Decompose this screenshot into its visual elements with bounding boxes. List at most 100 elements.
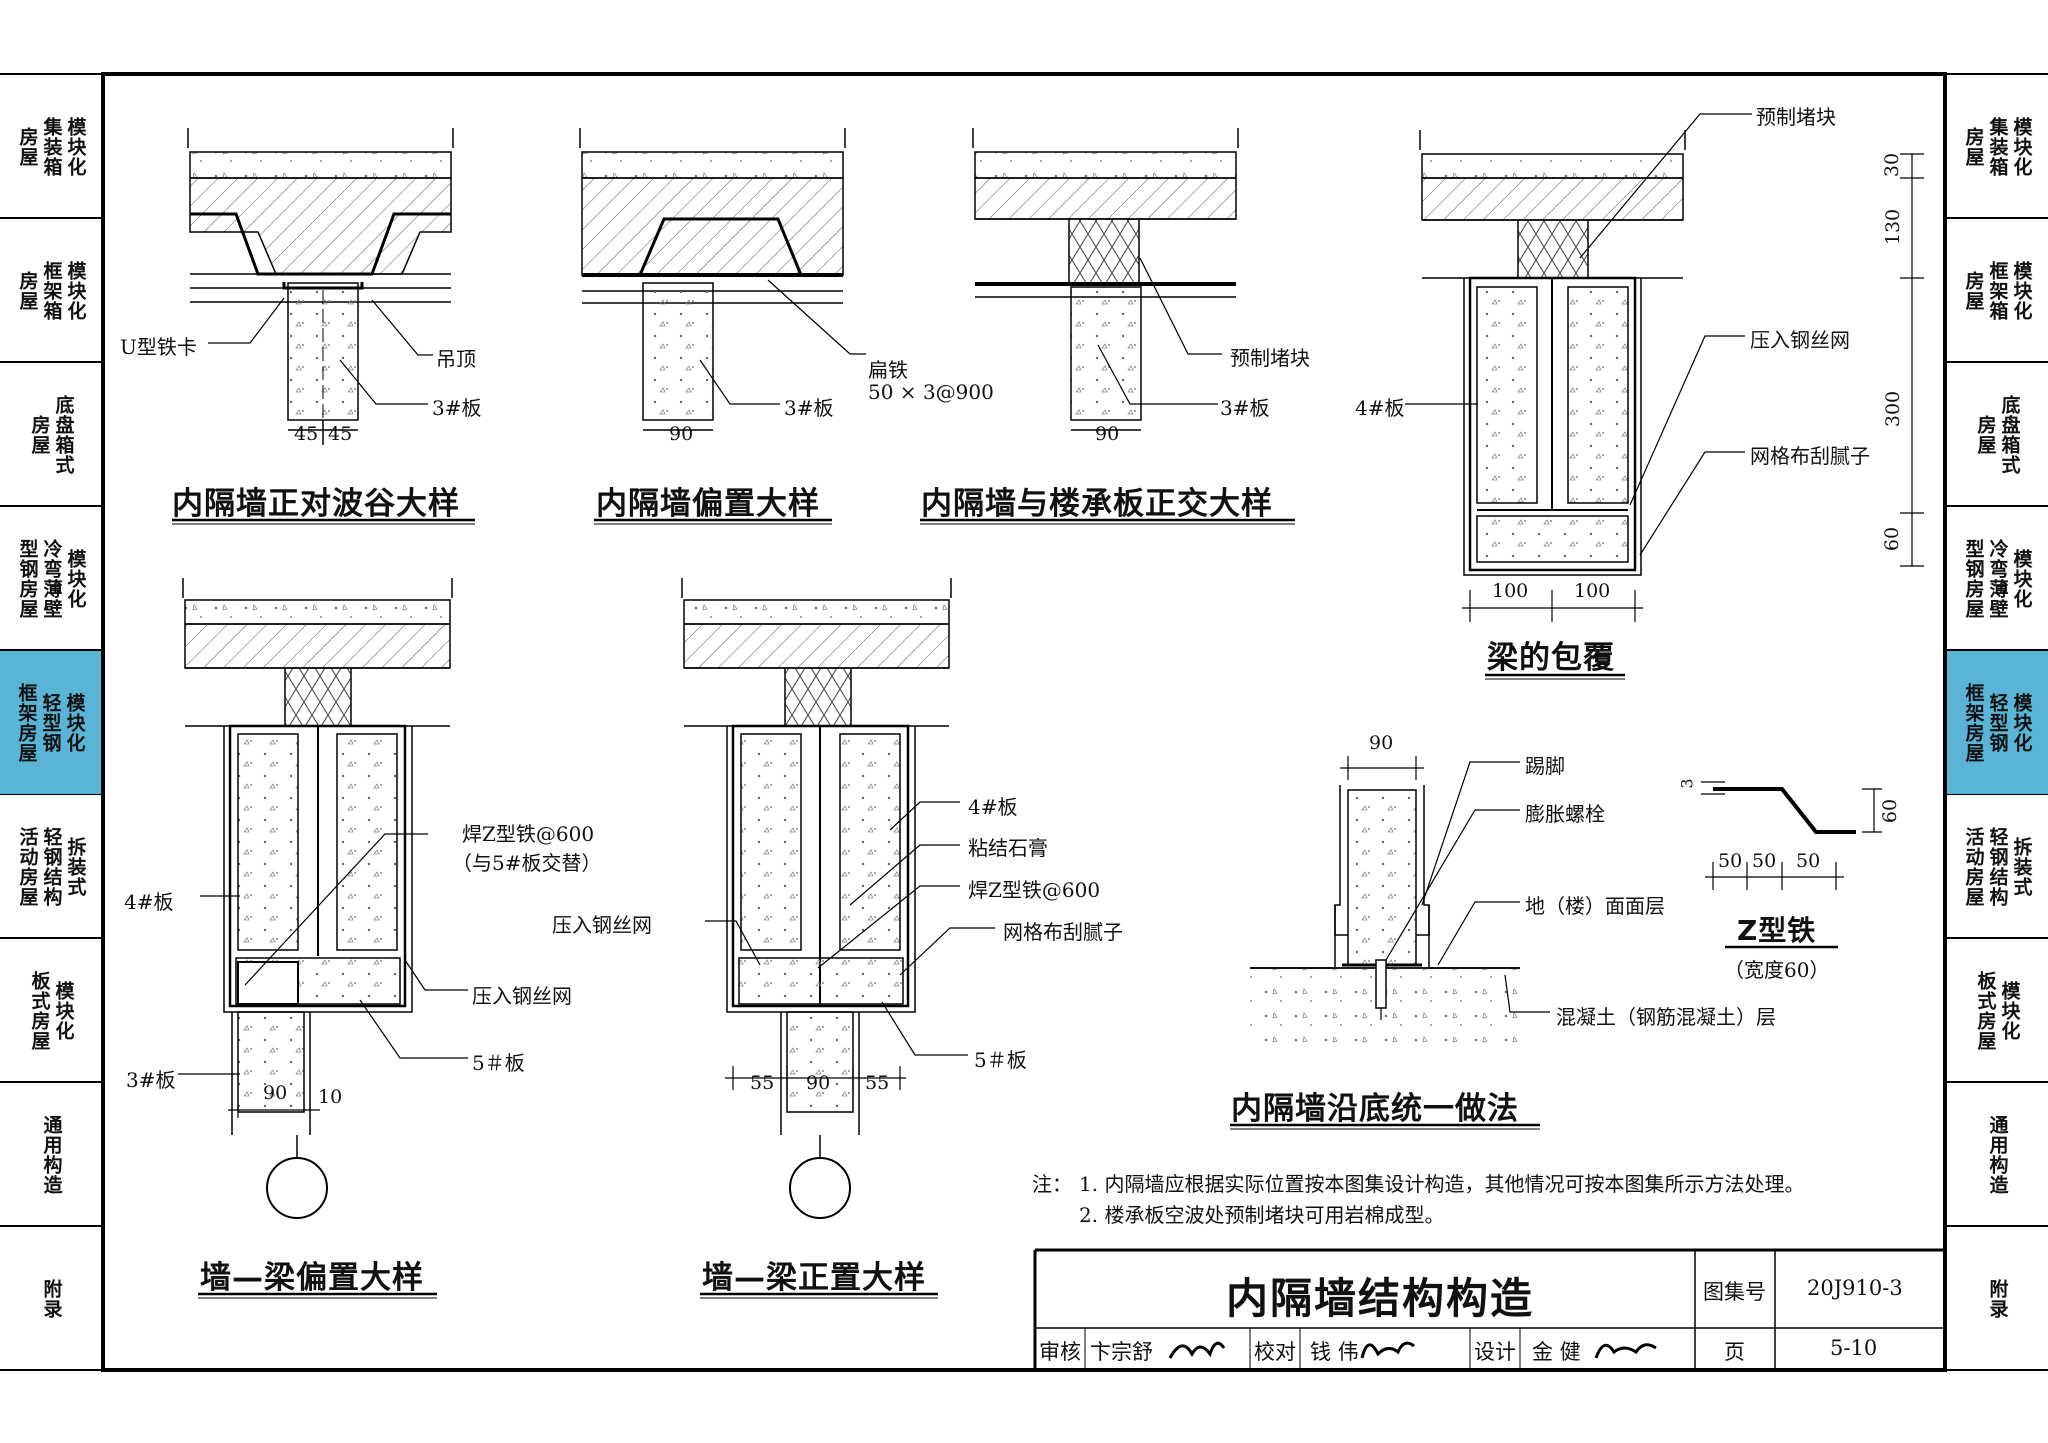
sidebar-left-item-6[interactable]: 模块化 板式房屋 xyxy=(0,939,103,1082)
sidebar-label: 冷弯薄壁 xyxy=(40,538,63,619)
label-board-4: 4#板 xyxy=(124,890,174,914)
signature-reviewer xyxy=(1168,1341,1226,1359)
atlas-label: 图集号 xyxy=(1703,1280,1766,1304)
detail-1-title: 内隔墙正对波谷大样 xyxy=(172,486,460,522)
label-z-iron: 焊Z型铁@600 xyxy=(968,878,1101,902)
label-board-3: 3#板 xyxy=(126,1068,176,1092)
dim-d2: 90 xyxy=(669,423,694,445)
reviewer-label: 审核 xyxy=(1039,1340,1081,1364)
sidebar-right-item-1[interactable]: 模块化 框架箱 房屋 xyxy=(1947,219,2048,362)
sidebar-label: 轻型钢 xyxy=(39,692,62,753)
sidebar-label: 框架房屋 xyxy=(15,682,38,763)
sidebar-label: 模块化 xyxy=(2010,548,2033,609)
label-z-iron-note: （与5#板交替） xyxy=(452,851,602,875)
sidebar-right-item-5[interactable]: 拆装式 轻钢结构 活动房屋 xyxy=(1947,795,2048,938)
sidebar-label: 集装箱 xyxy=(40,116,63,177)
detail-4-title: 梁的包覆 xyxy=(1487,640,1615,676)
designer-name: 金 健 xyxy=(1532,1340,1581,1364)
label-ceiling: 吊顶 xyxy=(436,347,476,371)
dim-d4-v-60: 60 xyxy=(1881,526,1904,552)
drawing-frame xyxy=(101,72,1947,1372)
sidebar-left-item-7[interactable]: 通用构造 xyxy=(0,1083,103,1226)
sidebar-label: 活动房屋 xyxy=(1962,826,1985,907)
sidebar-left-item-0[interactable]: 模块化 集装箱 房屋 xyxy=(0,75,103,218)
page-number: 5-10 xyxy=(1830,1336,1878,1360)
label-u-clip: U型铁卡 xyxy=(120,335,197,359)
sidebar-label: 模块化 xyxy=(64,116,87,177)
note-item-1: 1. 内隔墙应根据实际位置按本图集设计构造，其他情况可按本图集所示方法处理。 xyxy=(1079,1172,1805,1196)
title-block-frame xyxy=(1033,1248,1945,1370)
dim-d1-left: 45 xyxy=(294,423,319,445)
sidebar-label: 模块化 xyxy=(64,260,87,321)
label-wire-mesh: 压入钢丝网 xyxy=(552,913,652,937)
sidebar-label: 冷弯薄壁 xyxy=(1986,538,2009,619)
dim-d4-h-right: 100 xyxy=(1574,580,1611,602)
signature-designer xyxy=(1594,1343,1657,1359)
label-floor-finish: 地（楼）面面层 xyxy=(1525,894,1665,918)
dim-d5-90: 90 xyxy=(263,1082,288,1104)
atlas-number: 20J910-3 xyxy=(1807,1276,1903,1300)
label-board-4: 4#板 xyxy=(1355,396,1405,420)
reviewer-name: 卞宗舒 xyxy=(1090,1340,1153,1364)
sidebar-label: 型钢房屋 xyxy=(1962,538,1985,619)
dim-z-50-b: 50 xyxy=(1752,850,1777,872)
sidebar-left-item-1[interactable]: 模块化 框架箱 房屋 xyxy=(0,219,103,362)
detail-2-title: 内隔墙偏置大样 xyxy=(596,486,820,522)
detail-8-title: Z型铁 xyxy=(1737,914,1817,947)
label-board-4: 4#板 xyxy=(968,795,1018,819)
dim-d6-90: 90 xyxy=(806,1072,831,1094)
sidebar-left-item-8[interactable]: 附录 xyxy=(0,1227,103,1370)
label-flat-iron: 扁铁 xyxy=(868,358,908,382)
sidebar-label: 拆装式 xyxy=(2010,836,2033,897)
label-wire-mesh: 压入钢丝网 xyxy=(1750,328,1850,352)
dim-d3: 90 xyxy=(1095,423,1120,445)
sidebar-left-item-3[interactable]: 模块化 冷弯薄壁 型钢房屋 xyxy=(0,507,103,650)
sidebar-label: 框架房屋 xyxy=(1962,682,1985,763)
label-mesh-putty: 网格布刮腻子 xyxy=(1003,920,1123,944)
sidebar-label: 模块化 xyxy=(2010,692,2033,753)
sidebar-label: 轻钢结构 xyxy=(40,826,63,907)
dim-z-thickness: 3 xyxy=(1677,778,1697,789)
label-board-5: 5＃板 xyxy=(974,1048,1027,1072)
sidebar-right-item-3[interactable]: 模块化 冷弯薄壁 型钢房屋 xyxy=(1947,507,2048,650)
sidebar-right-item-4-active[interactable]: 模块化 轻型钢 框架房屋 xyxy=(1947,651,2048,794)
dim-d4-h-left: 100 xyxy=(1492,580,1529,602)
sidebar-left-item-5[interactable]: 拆装式 轻钢结构 活动房屋 xyxy=(0,795,103,938)
dim-d6-55-right: 55 xyxy=(865,1072,890,1094)
label-flat-iron-spec: 50 × 3@900 xyxy=(868,380,994,404)
sidebar-label: 底盘箱式 xyxy=(1998,394,2021,475)
sidebar-right-item-8[interactable]: 附录 xyxy=(1947,1227,2048,1370)
sidebar-right-item-2[interactable]: 底盘箱式 房屋 xyxy=(1947,363,2048,506)
sidebar-label: 集装箱 xyxy=(1986,116,2009,177)
sidebar-left-item-2[interactable]: 底盘箱式 房屋 xyxy=(0,363,103,506)
detail-4-drawing xyxy=(1405,113,1924,622)
detail-8-drawing xyxy=(1701,781,1882,890)
sidebar-right-item-6[interactable]: 模块化 板式房屋 xyxy=(1947,939,2048,1082)
signature-checker xyxy=(1360,1341,1415,1359)
sidebar-label: 房屋 xyxy=(16,270,39,311)
note-item-2: 2. 楼承板空波处预制堵块可用岩棉成型。 xyxy=(1079,1203,1445,1227)
sidebar-right-item-7[interactable]: 通用构造 xyxy=(1947,1083,2048,1226)
label-gypsum: 粘结石膏 xyxy=(968,836,1048,860)
dim-z-50-a: 50 xyxy=(1718,850,1743,872)
sidebar-left-item-4-active[interactable]: 模块化 轻型钢 框架房屋 xyxy=(0,651,101,794)
sidebar-label: 模块化 xyxy=(63,692,86,753)
sidebar-label: 模块化 xyxy=(2010,260,2033,321)
label-skirting: 踢脚 xyxy=(1525,754,1565,778)
checker-name: 钱 伟 xyxy=(1310,1340,1359,1364)
dim-d6-55-left: 55 xyxy=(750,1072,775,1094)
label-precast-block: 预制堵块 xyxy=(1756,105,1836,129)
sidebar-right-item-0[interactable]: 模块化 集装箱 房屋 xyxy=(1947,75,2048,218)
detail-1-drawing xyxy=(187,128,454,445)
detail-7-drawing xyxy=(1250,756,1550,1048)
sidebar-label: 附录 xyxy=(1986,1278,2009,1319)
sidebar-label: 房屋 xyxy=(1962,126,1985,167)
sidebar-label: 房屋 xyxy=(16,126,39,167)
checker-label: 校对 xyxy=(1254,1340,1296,1364)
label-expansion-bolt: 膨胀螺栓 xyxy=(1525,802,1605,826)
label-mesh-putty: 网格布刮腻子 xyxy=(1750,444,1870,468)
dim-z-height: 60 xyxy=(1879,798,1902,824)
detail-8-subtitle: （宽度60） xyxy=(1724,958,1830,982)
sidebar-label: 模块化 xyxy=(64,548,87,609)
